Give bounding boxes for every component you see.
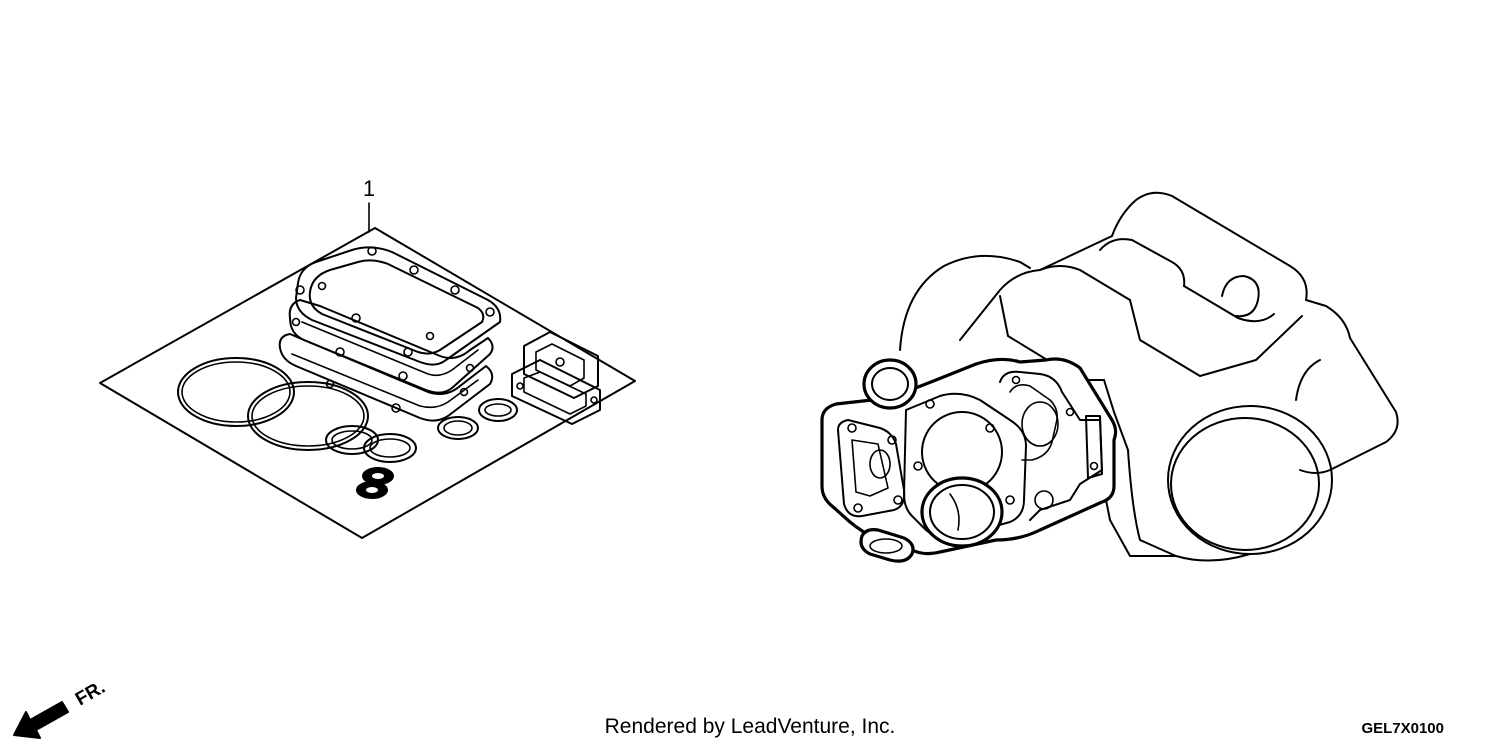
- large-o-ring-1: [177, 357, 295, 427]
- inner-gasket-middle: [903, 392, 1027, 539]
- small-o-ring-2: [363, 433, 417, 463]
- cylinder-base-gasket: [278, 333, 494, 422]
- small-cover-gasket-2: [511, 359, 601, 425]
- callout-label-1[interactable]: 1: [363, 176, 375, 201]
- cylinder-head-cover-gasket: [295, 246, 502, 366]
- small-cover-gasket-1: [523, 331, 599, 399]
- engine-block-outline: [959, 191, 1399, 474]
- large-o-ring-2: [247, 381, 369, 451]
- seal-washers: [356, 467, 394, 499]
- gasket-kit-illustration[interactable]: [99, 202, 636, 539]
- front-direction-label: FR.: [72, 677, 109, 710]
- credit-text: Rendered by LeadVenture, Inc.: [605, 715, 896, 738]
- lower-o-ring: [920, 476, 1004, 548]
- small-o-ring-3: [437, 416, 479, 440]
- small-o-ring-4: [478, 398, 518, 422]
- front-direction-arrow-icon: [13, 701, 69, 739]
- lower-port-gasket: [859, 528, 915, 563]
- gasket-sheet: [99, 227, 636, 539]
- diagram-code: GEL7X0100: [1361, 720, 1444, 737]
- engine-assembly-illustration: [820, 191, 1399, 563]
